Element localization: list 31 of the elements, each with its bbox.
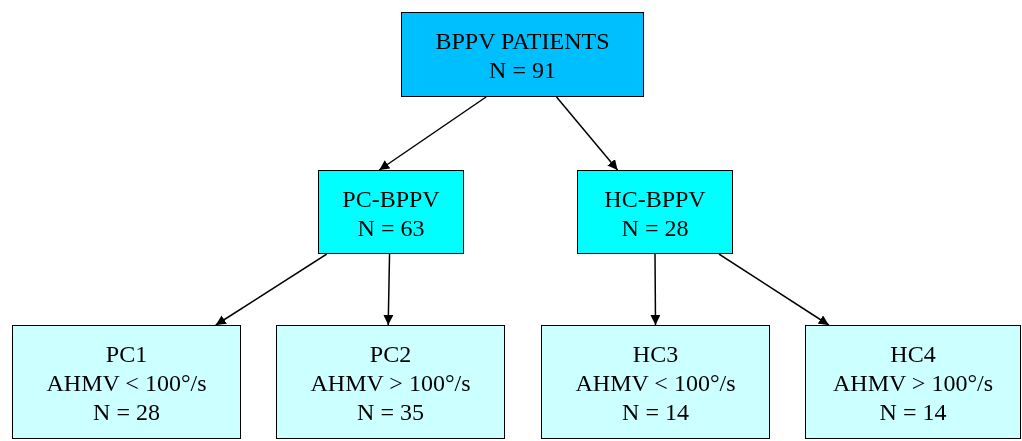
category-box bbox=[805, 325, 1021, 439]
box-text: N = 28 bbox=[93, 398, 160, 427]
arrow bbox=[718, 253, 830, 326]
box-text: AHMV < 100°/s bbox=[46, 369, 207, 398]
category-box bbox=[541, 325, 770, 439]
box-text: AHMV > 100°/s bbox=[832, 369, 993, 398]
category-box bbox=[12, 325, 241, 439]
box-title: HC3 bbox=[632, 340, 679, 369]
box-text: N = 63 bbox=[357, 214, 425, 243]
box-title: BPPV PATIENTS bbox=[435, 27, 610, 56]
arrow bbox=[650, 253, 661, 326]
box-text: N = 35 bbox=[357, 398, 424, 427]
box-title: HC4 bbox=[890, 340, 936, 369]
arrow bbox=[555, 96, 619, 171]
arrow bbox=[378, 96, 487, 171]
box-title: PC-BPPV bbox=[342, 185, 440, 214]
box-text: N = 91 bbox=[489, 56, 556, 85]
category-box bbox=[401, 12, 644, 97]
box-title: HC-BPPV bbox=[604, 185, 706, 214]
box-text: AHMV > 100°/s bbox=[310, 369, 471, 398]
arrow bbox=[383, 253, 394, 326]
box-title: PC2 bbox=[369, 340, 412, 369]
box-text: N = 14 bbox=[622, 398, 689, 427]
category-box bbox=[577, 170, 733, 254]
category-box bbox=[318, 170, 464, 254]
box-text: N = 28 bbox=[621, 214, 689, 243]
category-box bbox=[276, 325, 505, 439]
box-text: AHMV < 100°/s bbox=[575, 369, 736, 398]
box-title: PC1 bbox=[105, 340, 148, 369]
box-text: N = 14 bbox=[879, 398, 947, 427]
arrow bbox=[215, 253, 328, 326]
